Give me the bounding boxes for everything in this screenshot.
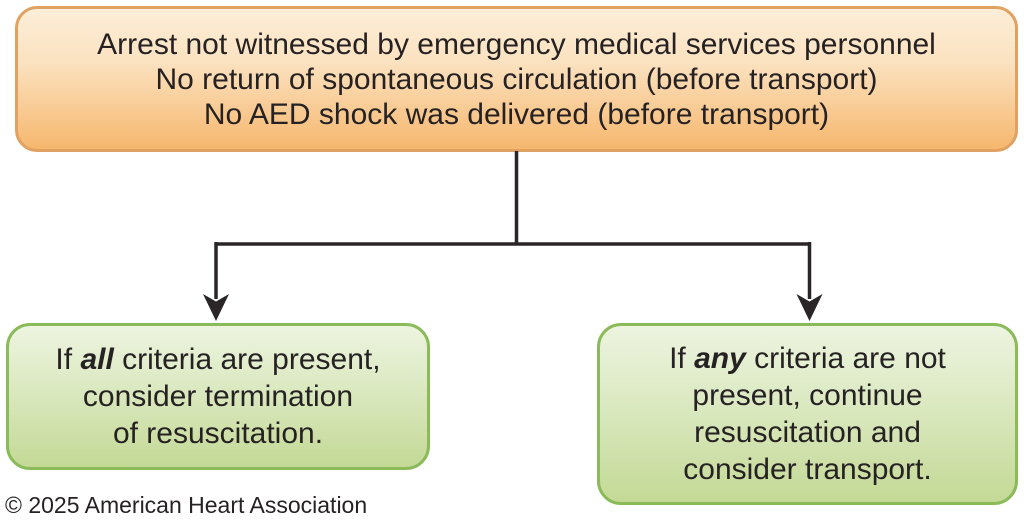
terminate-line-1: If all criteria are present,	[55, 341, 380, 378]
continue-line-1: If any criteria are not	[669, 340, 946, 377]
right-arrowhead-icon	[796, 294, 823, 321]
continue-line-2: present, continue	[692, 379, 923, 412]
criteria-line-1: Arrest not witnessed by emergency medica…	[97, 27, 936, 61]
continue-line-4: consider transport.	[683, 453, 932, 486]
terminate-line-1-prefix: If	[55, 343, 81, 376]
outcome-box-terminate: If all criteria are present, consider te…	[6, 323, 430, 470]
criteria-line-2: No return of spontaneous circulation (be…	[155, 62, 878, 96]
continue-line-1-prefix: If	[669, 342, 695, 375]
criteria-box: Arrest not witnessed by emergency medica…	[15, 6, 1018, 152]
continue-emphasis-any: any	[694, 342, 746, 375]
terminate-line-3: of resuscitation.	[112, 417, 324, 450]
criteria-line-3: No AED shock was delivered (before trans…	[203, 97, 830, 131]
terminate-emphasis-all: all	[80, 343, 114, 376]
left-arrowhead-icon	[203, 294, 229, 321]
terminate-line-2: consider termination	[82, 380, 354, 413]
continue-line-1-suffix: criteria are not	[745, 342, 946, 375]
copyright-notice: © 2025 American Heart Association	[5, 492, 368, 518]
continue-line-3: resuscitation and	[694, 416, 921, 449]
outcome-box-continue: If any criteria are not present, continu…	[597, 323, 1018, 505]
terminate-line-1-suffix: criteria are present,	[113, 343, 381, 376]
